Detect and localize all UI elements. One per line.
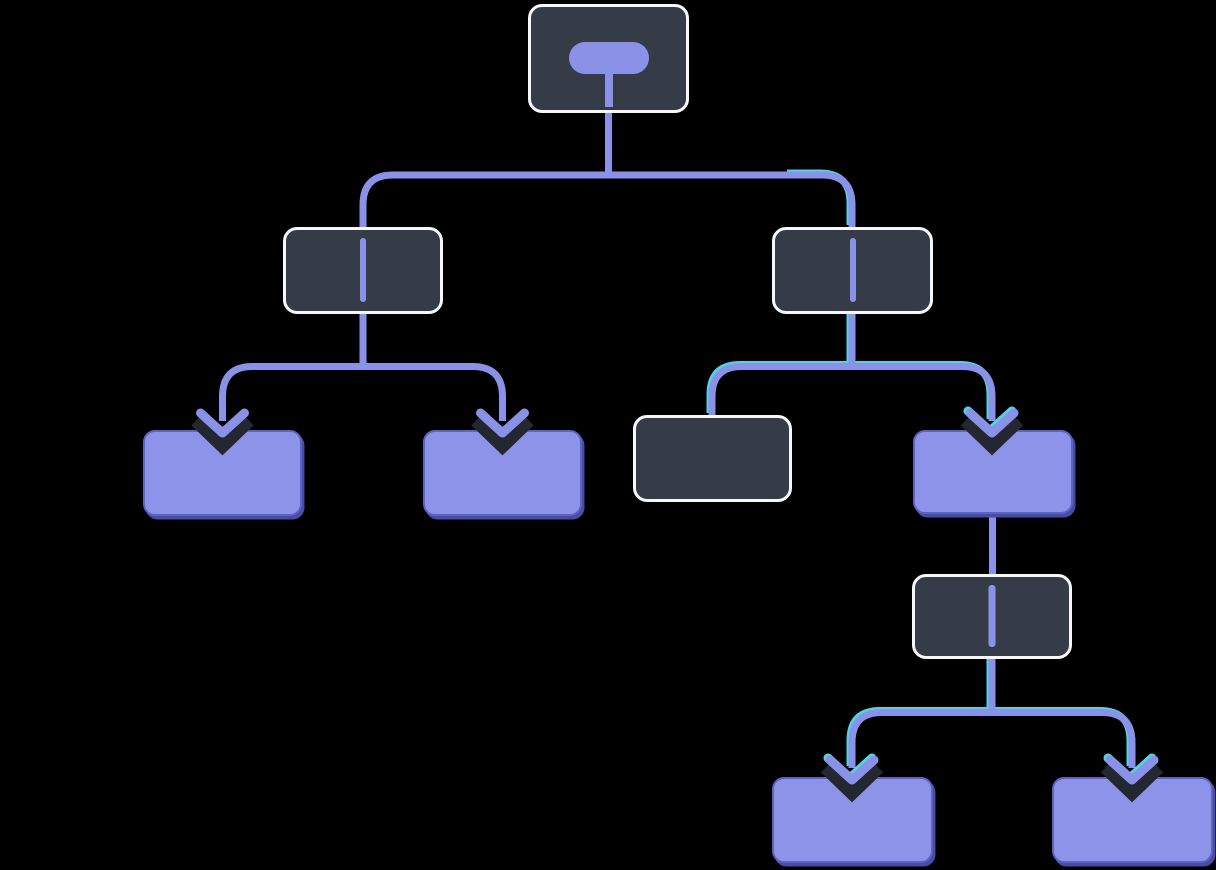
node-root[interactable]	[528, 4, 689, 113]
edge-root-rail	[359, 171, 856, 227]
vertical-bar-icon	[360, 238, 366, 302]
edge-lines	[219, 112, 1136, 768]
node-leaf-left-2[interactable]	[423, 430, 582, 516]
node-leaf-left-1[interactable]	[143, 430, 302, 516]
node-branch-right[interactable]	[772, 227, 933, 314]
pill-stem-icon	[604, 70, 613, 107]
vertical-bar-icon	[988, 585, 996, 647]
edge-branch-right-rail	[708, 363, 996, 421]
edge-bottom-rail	[848, 709, 1136, 768]
pill-icon	[568, 42, 649, 74]
node-branch-left[interactable]	[283, 227, 443, 314]
node-mid-dark[interactable]	[633, 415, 792, 502]
node-mid-purple[interactable]	[913, 430, 1073, 514]
edge-branch-left-rail	[219, 363, 506, 421]
vertical-bar-icon	[849, 238, 856, 302]
node-leaf-bottom-2[interactable]	[1052, 777, 1213, 863]
node-leaf-bottom-1[interactable]	[772, 777, 933, 863]
node-branch-lower[interactable]	[912, 574, 1072, 659]
